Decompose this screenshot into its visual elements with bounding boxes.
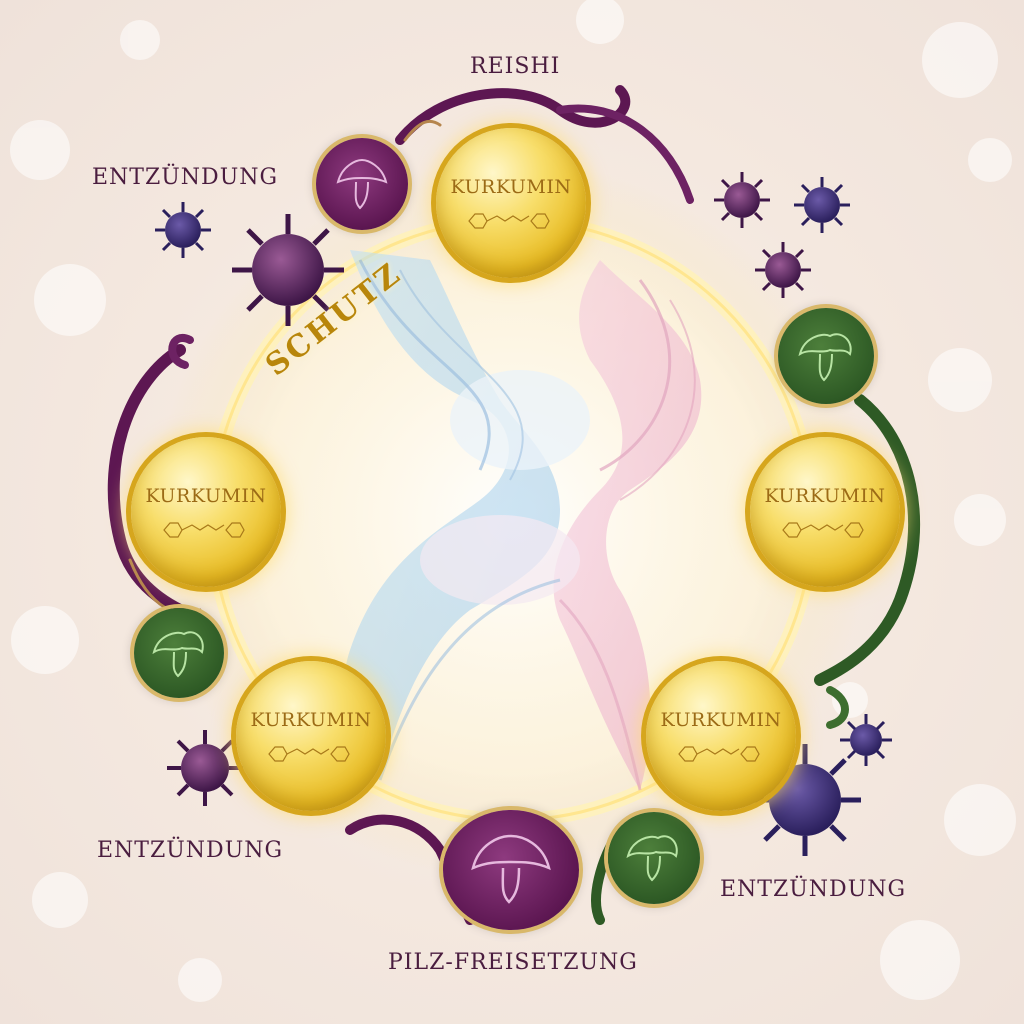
knee-joint-illustration [343,250,702,791]
virus-icon [155,202,211,258]
label-reishi: REISHI [470,54,561,79]
virus-icon [167,730,243,806]
kurkumin-capsule: KURKUMIN [646,661,796,811]
virus-icon [755,242,811,298]
kurkumin-capsule: KURKUMIN [236,661,386,811]
virus-icon [840,714,892,766]
label-pilz-freisetzung: PILZ-FREISETZUNG [388,950,638,975]
oyster-mushroom-icon [778,308,874,404]
virus-icon [794,177,850,233]
virus-icon [714,172,770,228]
reishi-mushroom-icon [316,138,408,230]
capsule-label: KURKUMIN [145,485,267,507]
oyster-mushroom-icon [608,812,700,904]
virus-icon [232,214,344,326]
capsule-label: KURKUMIN [450,176,572,198]
label-entzuendung-top-left: ENTZÜNDUNG [92,165,279,190]
molecule-icon [782,522,864,538]
label-entzuendung-bottom-right: ENTZÜNDUNG [720,877,907,902]
bokeh-lights [10,0,1016,1002]
molecule-icon [163,522,245,538]
molecule-icon [678,746,760,762]
label-entzuendung-bottom-left: ENTZÜNDUNG [97,838,284,863]
molecule-icon [468,213,550,229]
capsule-label: KURKUMIN [250,709,372,731]
oyster-mushroom-icon [134,608,224,698]
capsule-label: KURKUMIN [660,709,782,731]
kurkumin-capsule: KURKUMIN [131,437,281,587]
kurkumin-capsule: KURKUMIN [436,128,586,278]
molecule-icon [268,746,350,762]
reishi-mushroom-icon [443,810,579,930]
kurkumin-capsule: KURKUMIN [750,437,900,587]
capsule-label: KURKUMIN [764,485,886,507]
